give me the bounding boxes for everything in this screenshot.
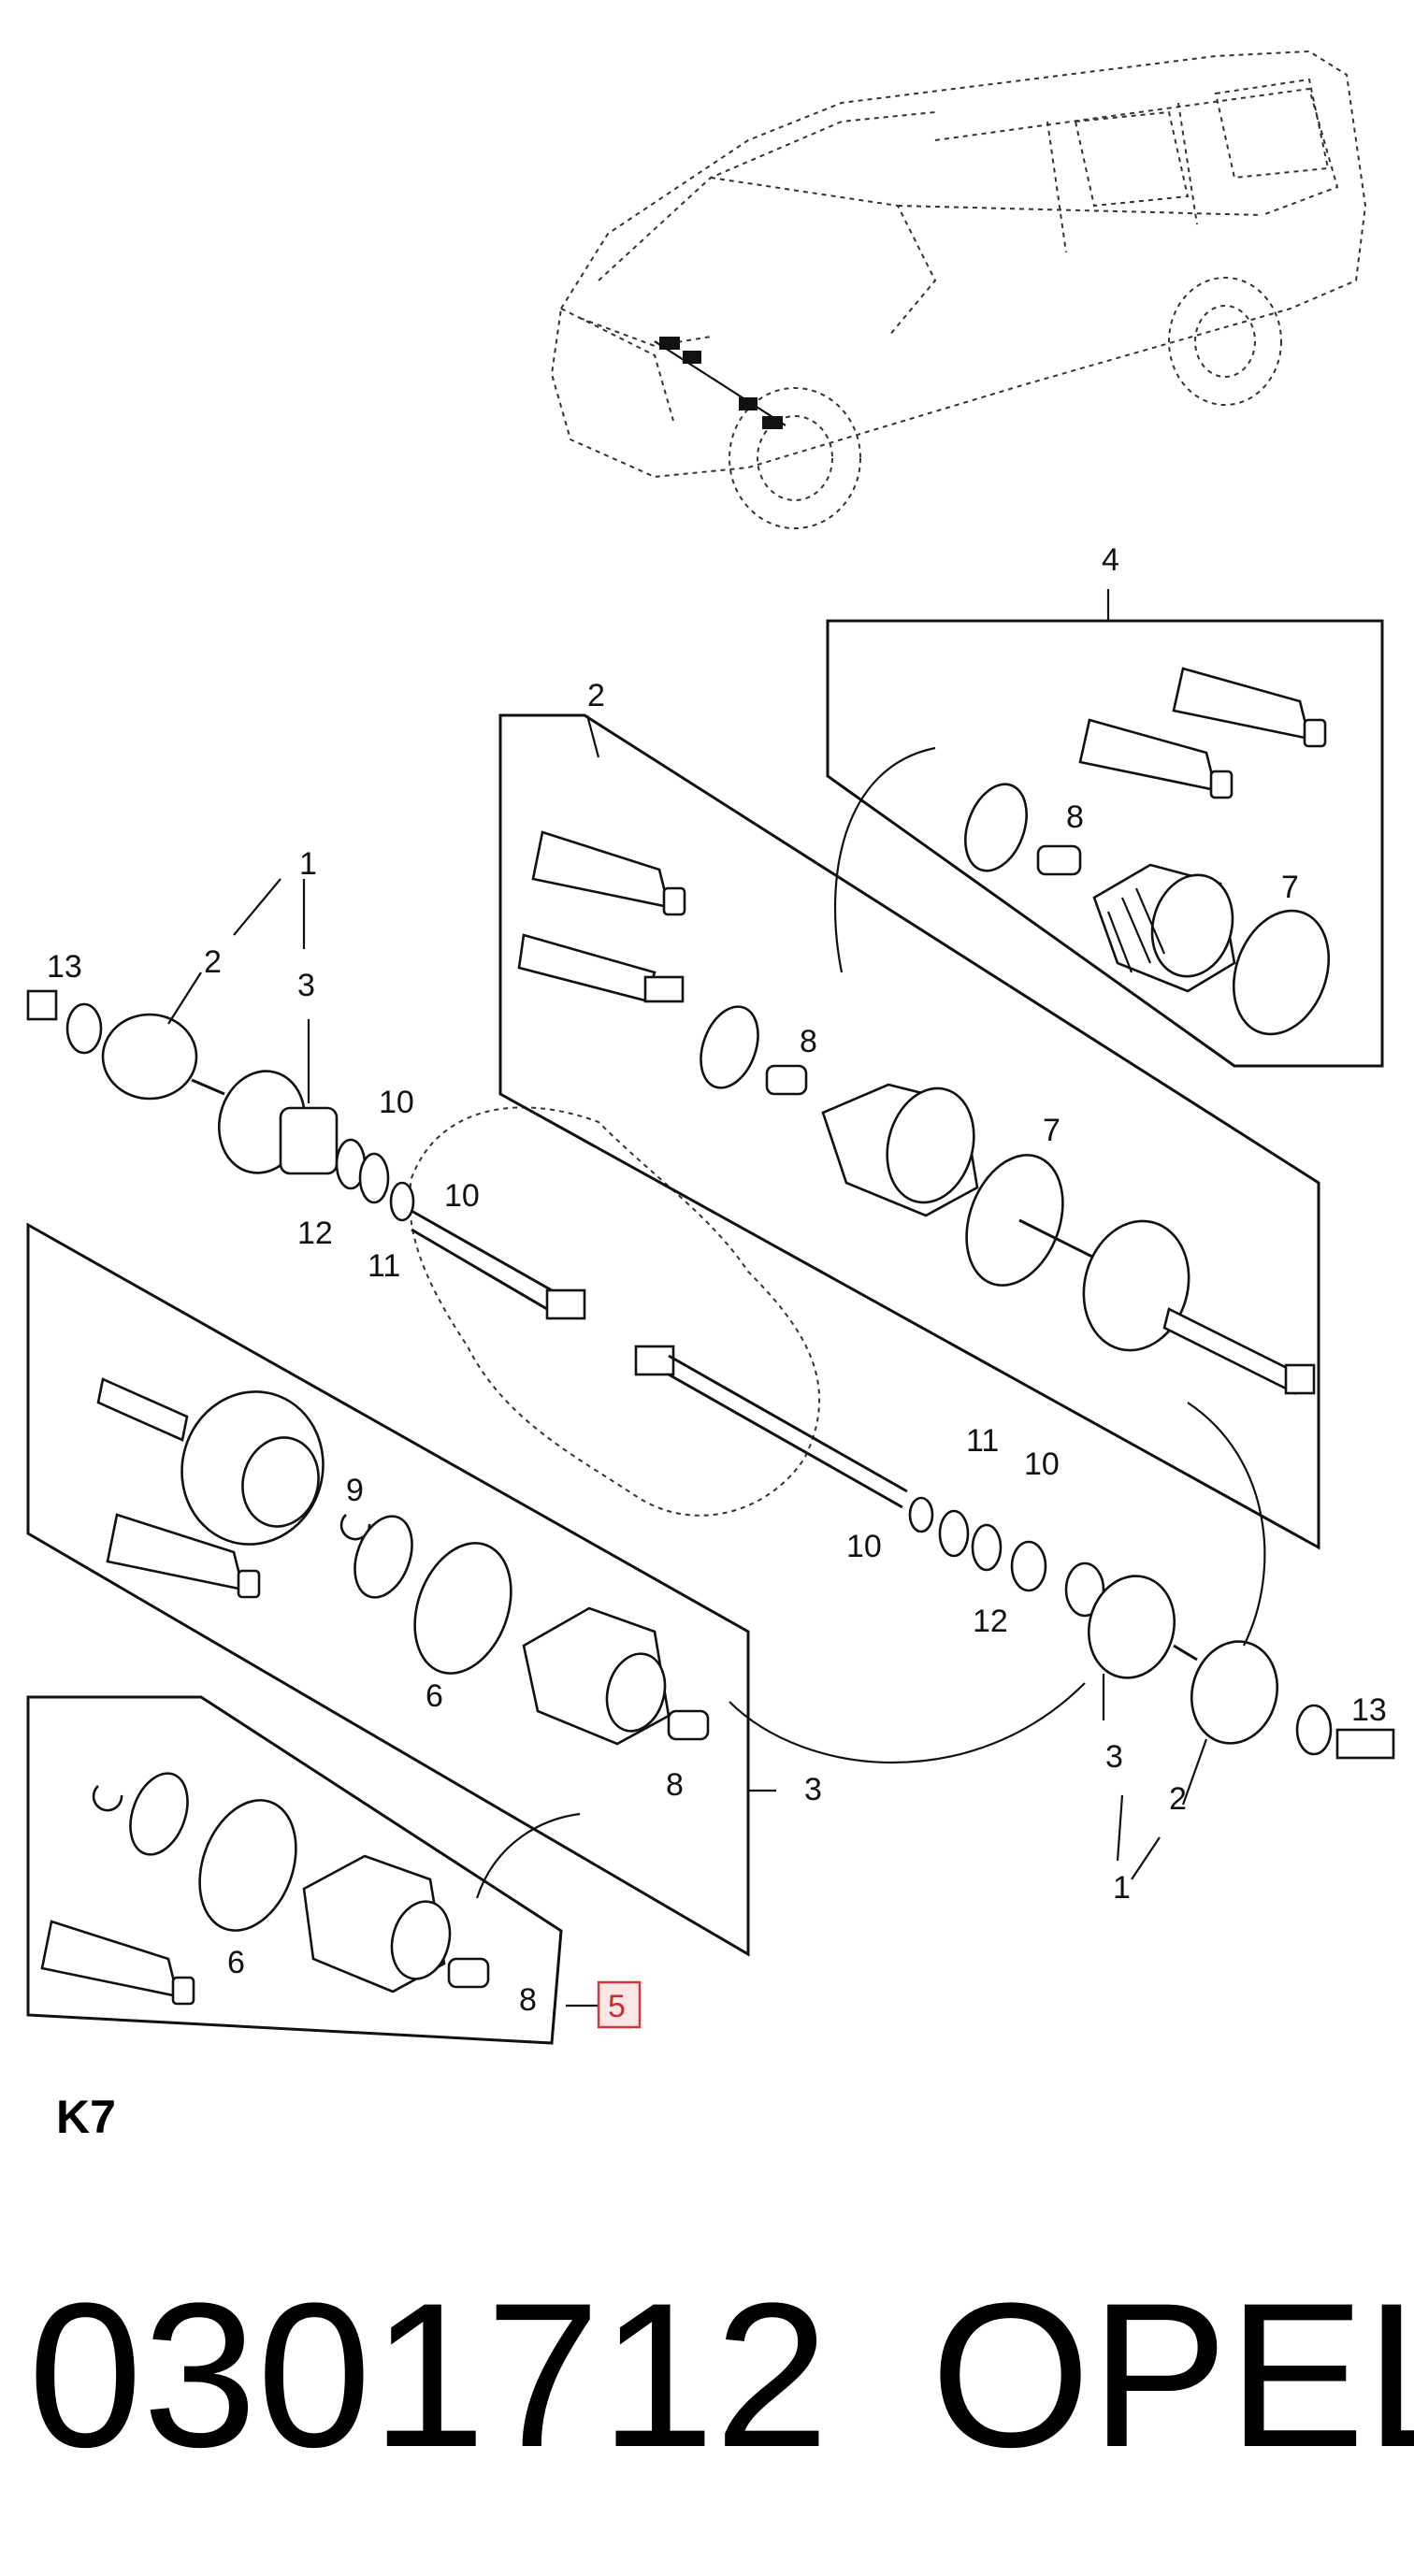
callout-10: 10 xyxy=(379,1085,414,1120)
snap-ring xyxy=(129,1772,189,1856)
grease-tube xyxy=(106,1513,261,1599)
part-number: 0301712 xyxy=(28,2260,830,2490)
callout-10: 10 xyxy=(846,1529,882,1564)
callout-12: 12 xyxy=(973,1604,1008,1639)
callout-8: 8 xyxy=(800,1024,817,1059)
callouts: 1 2 3 13 10 10 12 11 2 8 7 4 8 7 9 6 8 3… xyxy=(47,542,1387,2018)
circlip xyxy=(92,1785,123,1812)
callout-10: 10 xyxy=(1024,1446,1060,1482)
callout-3: 3 xyxy=(297,968,315,1003)
callout-8: 8 xyxy=(666,1767,684,1803)
flow-arrow xyxy=(1187,1402,1266,1647)
small-clamp xyxy=(765,1064,808,1096)
snap-ring xyxy=(964,783,1028,872)
diagram-code: K7 xyxy=(56,2091,116,2143)
large-clamp xyxy=(413,1542,512,1675)
exploded-parts-diagram: 1 2 3 13 10 10 12 11 2 8 7 4 8 7 9 6 8 3… xyxy=(26,50,1395,2045)
cv-boot xyxy=(821,1083,979,1217)
callout-9: 9 xyxy=(346,1473,364,1508)
callout-13: 13 xyxy=(1351,1692,1387,1728)
cv-boot xyxy=(1092,863,1236,993)
callout-8: 8 xyxy=(519,1982,537,2018)
callout-6: 6 xyxy=(426,1678,443,1714)
differential-ghost xyxy=(409,1106,820,1517)
cv-boot xyxy=(522,1606,671,1746)
small-clamp xyxy=(667,1709,710,1741)
callout-13: 13 xyxy=(47,949,82,985)
callout-3: 3 xyxy=(1105,1739,1123,1775)
callout-1: 1 xyxy=(299,846,317,882)
snap-ring xyxy=(354,1515,413,1599)
callout-leaders xyxy=(167,878,1208,2008)
callout-7: 7 xyxy=(1043,1113,1060,1148)
highlighted-callout: 5 xyxy=(597,1980,642,2029)
flow-arrow xyxy=(833,746,936,973)
callout-1: 1 xyxy=(1113,1870,1131,1906)
grease-tube xyxy=(531,830,686,916)
small-clamp xyxy=(447,1957,490,1989)
right-drive-shaft xyxy=(634,1345,1395,1760)
vehicle-driveshaft-marker xyxy=(654,337,786,429)
kit-box-4 xyxy=(826,589,1384,1068)
small-clamp xyxy=(1036,844,1082,876)
vehicle-illustration xyxy=(550,50,1367,529)
snap-ring xyxy=(700,1005,759,1089)
callout-2: 2 xyxy=(204,944,222,980)
inner-cv-joint xyxy=(96,1377,325,1546)
kit-box-3 xyxy=(26,1222,750,1957)
grease-tube xyxy=(1078,718,1234,799)
callout-2: 2 xyxy=(1169,1781,1187,1817)
cv-boot xyxy=(302,1854,452,1993)
callout-6: 6 xyxy=(227,1945,245,1980)
kit-box-2 xyxy=(498,713,1320,1550)
outer-cv-joint xyxy=(1018,1218,1316,1395)
brand-name: OPEL xyxy=(931,2260,1414,2490)
kit-box-5 xyxy=(26,1695,563,2045)
callout-8: 8 xyxy=(1066,799,1084,835)
large-clamp xyxy=(1232,909,1331,1036)
callout-11: 11 xyxy=(966,1423,999,1459)
large-clamp xyxy=(965,1154,1064,1287)
left-drive-shaft xyxy=(26,989,586,1320)
large-clamp xyxy=(198,1799,297,1932)
flow-arrow xyxy=(475,1812,581,1899)
callout-2: 2 xyxy=(587,678,605,713)
callout-5: 5 xyxy=(608,1989,626,2024)
flow-arrow xyxy=(729,1682,1086,1764)
axle-shaft-stub xyxy=(517,933,685,1003)
grease-tube xyxy=(40,1920,195,2006)
grease-tube xyxy=(1172,667,1327,748)
callout-3: 3 xyxy=(804,1772,822,1807)
callout-4: 4 xyxy=(1102,542,1119,578)
callout-7: 7 xyxy=(1281,870,1299,905)
callout-10: 10 xyxy=(444,1178,480,1214)
callout-12: 12 xyxy=(297,1216,333,1251)
callout-11: 11 xyxy=(368,1248,400,1284)
